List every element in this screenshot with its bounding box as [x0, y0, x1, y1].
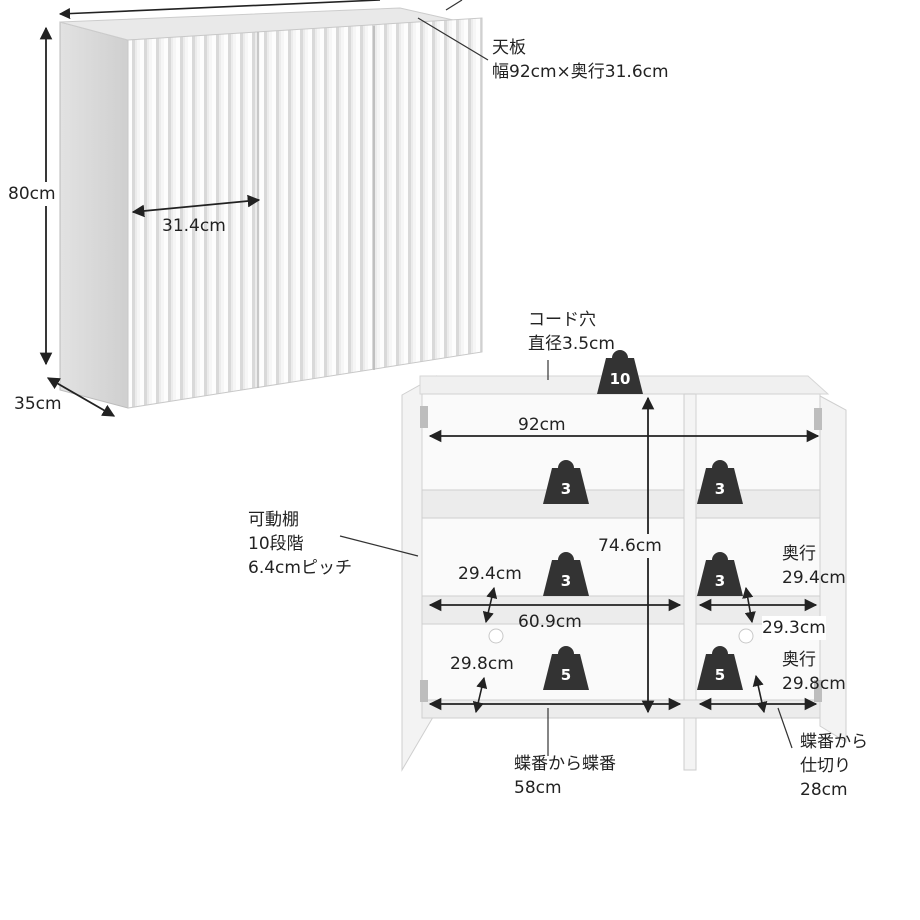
weight-badge-right-mid: 3 — [697, 552, 743, 596]
cabinet-bottom — [421, 699, 821, 719]
shelf-label-line-3: 6.4cmピッチ — [248, 558, 352, 578]
hinge-partition-leader — [777, 707, 793, 749]
weight-icon — [697, 646, 743, 690]
top-width-dimension-line — [58, 0, 381, 20]
svg-text:10: 10 — [610, 370, 631, 388]
cord-hole-size: 直径3.5cm — [528, 334, 615, 354]
hinge-title: 蝶番から蝶番 — [514, 754, 616, 774]
svg-text:5: 5 — [561, 666, 571, 684]
right-depth-title-1: 奥行 — [782, 544, 816, 564]
door-width-label: 31.4cm — [162, 216, 226, 236]
closed-cabinet — [59, 7, 483, 409]
left-width-label: 60.9cm — [518, 612, 582, 632]
weight-icon — [697, 460, 743, 504]
top-board-title: 天板 — [492, 38, 526, 58]
hinge-partition-line-1: 蝶番から — [800, 732, 868, 752]
door-width-dimension-line — [131, 194, 261, 218]
left-bottom-clear-label: 29.8cm — [450, 652, 514, 676]
hinge-top-left — [420, 406, 428, 428]
left-bottom-clear-dimension-line — [472, 676, 488, 714]
svg-text:3: 3 — [561, 572, 571, 590]
top-board-leader — [417, 17, 489, 61]
left-mid-clear-dimension-line — [482, 586, 498, 624]
shelf-label-line-2: 10段階 — [248, 534, 304, 554]
inner-height-label: 74.6cm — [598, 534, 662, 558]
right-depth-label-1: 奥行 29.4cm — [782, 542, 846, 590]
top-board-label: 天板 幅92cm×奥行31.6cm — [492, 36, 669, 84]
weight-icon — [543, 552, 589, 596]
svg-text:3: 3 — [715, 480, 725, 498]
right-depth-value-2: 29.8cm — [782, 674, 846, 694]
svg-text:5: 5 — [715, 666, 725, 684]
weight-badge-right-bottom: 5 — [697, 646, 743, 690]
total-width-label: 92cm — [518, 415, 566, 435]
hinge-bottom-left — [420, 680, 428, 702]
weight-badge-left-bottom: 5 — [543, 646, 589, 690]
right-depth-title-2: 奥行 — [782, 650, 816, 670]
cord-hole-label: コード穴 直径3.5cm — [528, 308, 615, 356]
weight-badge-right-upper: 3 — [697, 460, 743, 504]
hinge-label: 蝶番から蝶番 58cm — [514, 752, 616, 800]
weight-icon — [597, 350, 643, 394]
right-mid-clear-label: 29.3cm — [762, 616, 826, 640]
height-label: 80cm — [8, 182, 56, 206]
weight-icon — [543, 646, 589, 690]
top-board-size: 幅92cm×奥行31.6cm — [492, 62, 669, 82]
right-depth-value-1: 29.4cm — [782, 568, 846, 588]
cord-hole-title: コード穴 — [528, 310, 596, 330]
depth-dimension-line — [46, 377, 116, 417]
cabinet-front-doors — [127, 17, 483, 409]
hinge-value: 58cm — [514, 778, 562, 798]
cord-hole-left — [488, 628, 504, 644]
hinge-top-right — [814, 408, 822, 430]
depth-label: 35cm — [14, 394, 62, 414]
left-mid-clear-label: 29.4cm — [458, 562, 522, 586]
shelf-label: 可動棚 10段階 6.4cmピッチ — [248, 508, 352, 580]
hinge-partition-label: 蝶番から 仕切り 28cm — [800, 730, 868, 802]
top-board-tick — [445, 0, 463, 11]
hinge-bottom-right — [814, 680, 822, 702]
weight-badge-top: 10 — [597, 350, 643, 394]
right-bottom-clear-dimension-line — [752, 674, 768, 714]
weight-badge-left-upper: 3 — [543, 460, 589, 504]
shelf-label-line-1: 可動棚 — [248, 510, 299, 530]
cabinet-side-panel — [59, 21, 129, 409]
right-depth-label-2: 奥行 29.8cm — [782, 648, 846, 696]
hinge-partition-line-3: 28cm — [800, 780, 848, 800]
svg-text:3: 3 — [561, 480, 571, 498]
weight-icon — [543, 460, 589, 504]
shelf-leader — [339, 535, 419, 557]
cord-hole-right — [738, 628, 754, 644]
weight-icon — [697, 552, 743, 596]
right-mid-clear-dimension-line — [742, 586, 756, 624]
hinge-partition-line-2: 仕切り — [800, 756, 851, 776]
svg-text:3: 3 — [715, 572, 725, 590]
weight-badge-left-mid: 3 — [543, 552, 589, 596]
